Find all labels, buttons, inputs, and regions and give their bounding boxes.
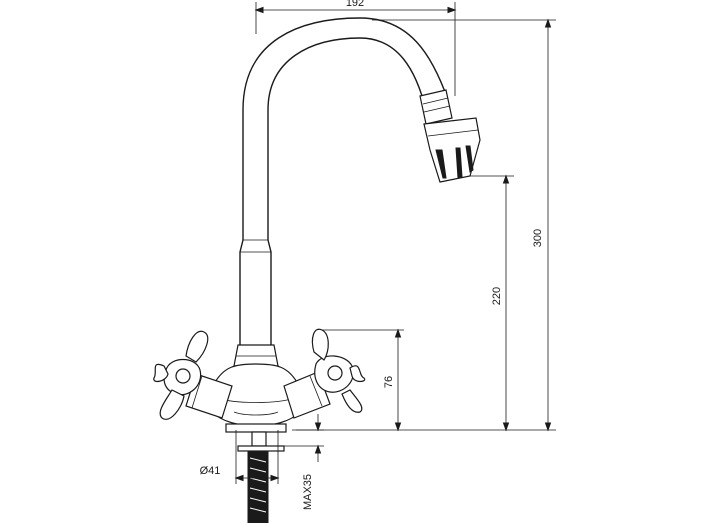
dimension-reach — [254, 2, 457, 96]
dimension-max-thickness-label: MAX35 — [302, 474, 314, 510]
spray-head — [419, 89, 481, 183]
dimension-max-thickness — [276, 414, 324, 462]
dimension-spout-height-label: 220 — [491, 287, 503, 305]
faucet-column — [233, 239, 279, 367]
mounting-stud — [237, 431, 285, 523]
dimension-handle-height-label: 76 — [383, 376, 395, 388]
dimension-total-height — [296, 18, 556, 432]
right-valve — [283, 355, 354, 419]
right-handle — [311, 328, 366, 413]
spout — [242, 17, 449, 240]
dimension-base-diameter — [234, 430, 280, 484]
left-valve — [163, 358, 233, 419]
dimension-handle-height — [322, 328, 404, 432]
dimension-total-height-label: 300 — [532, 229, 544, 247]
left-handle — [153, 330, 209, 420]
dimension-reach-label: 192 — [346, 0, 364, 9]
faucet-base — [211, 363, 301, 433]
dimension-spout-height — [470, 174, 514, 432]
dimension-base-diameter-label: Ø41 — [200, 465, 221, 477]
